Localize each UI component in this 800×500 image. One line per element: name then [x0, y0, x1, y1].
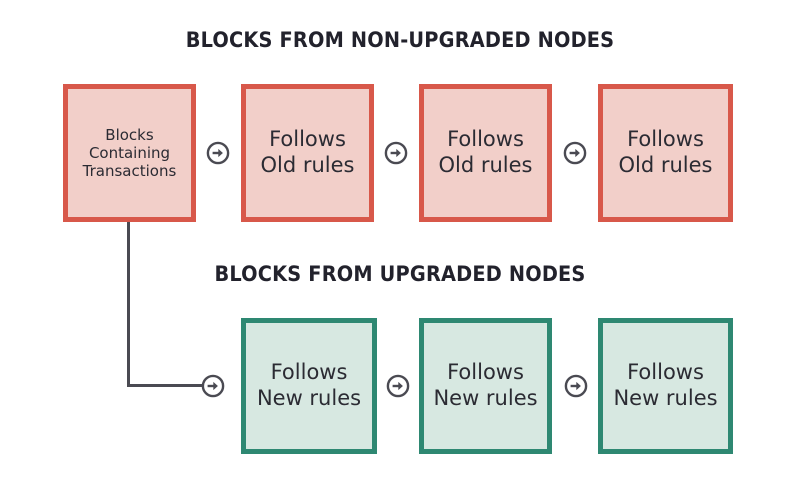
arrow-right-circle-icon: [563, 141, 587, 165]
block-old-rules-2[interactable]: Follows Old rules: [419, 84, 552, 222]
block-origin-transactions[interactable]: Blocks Containing Transactions: [63, 84, 196, 222]
arrow-right-circle-icon: [384, 141, 408, 165]
arrow-right-circle-icon: [386, 374, 410, 398]
block-old-rules-1[interactable]: Follows Old rules: [241, 84, 374, 222]
block-new-rules-3[interactable]: Follows New rules: [598, 318, 733, 454]
block-new-rules-2-label: Follows New rules: [433, 360, 538, 410]
block-old-rules-3[interactable]: Follows Old rules: [598, 84, 733, 222]
block-new-rules-2[interactable]: Follows New rules: [419, 318, 552, 454]
section-title-upgraded: BLOCKS FROM UPGRADED NODES: [214, 262, 586, 286]
block-new-rules-1[interactable]: Follows New rules: [241, 318, 377, 454]
arrow-right-circle-icon: [564, 374, 588, 398]
block-origin-label: Blocks Containing Transactions: [82, 125, 177, 181]
section-title-non-upgraded: BLOCKS FROM NON-UPGRADED NODES: [185, 28, 615, 52]
arrow-right-circle-icon: [206, 141, 230, 165]
block-old-rules-2-label: Follows Old rules: [438, 127, 533, 177]
block-old-rules-3-label: Follows Old rules: [618, 127, 713, 177]
block-new-rules-3-label: Follows New rules: [613, 360, 718, 410]
block-old-rules-1-label: Follows Old rules: [260, 127, 355, 177]
block-new-rules-1-label: Follows New rules: [256, 360, 362, 410]
arrow-right-circle-icon: [201, 374, 225, 398]
